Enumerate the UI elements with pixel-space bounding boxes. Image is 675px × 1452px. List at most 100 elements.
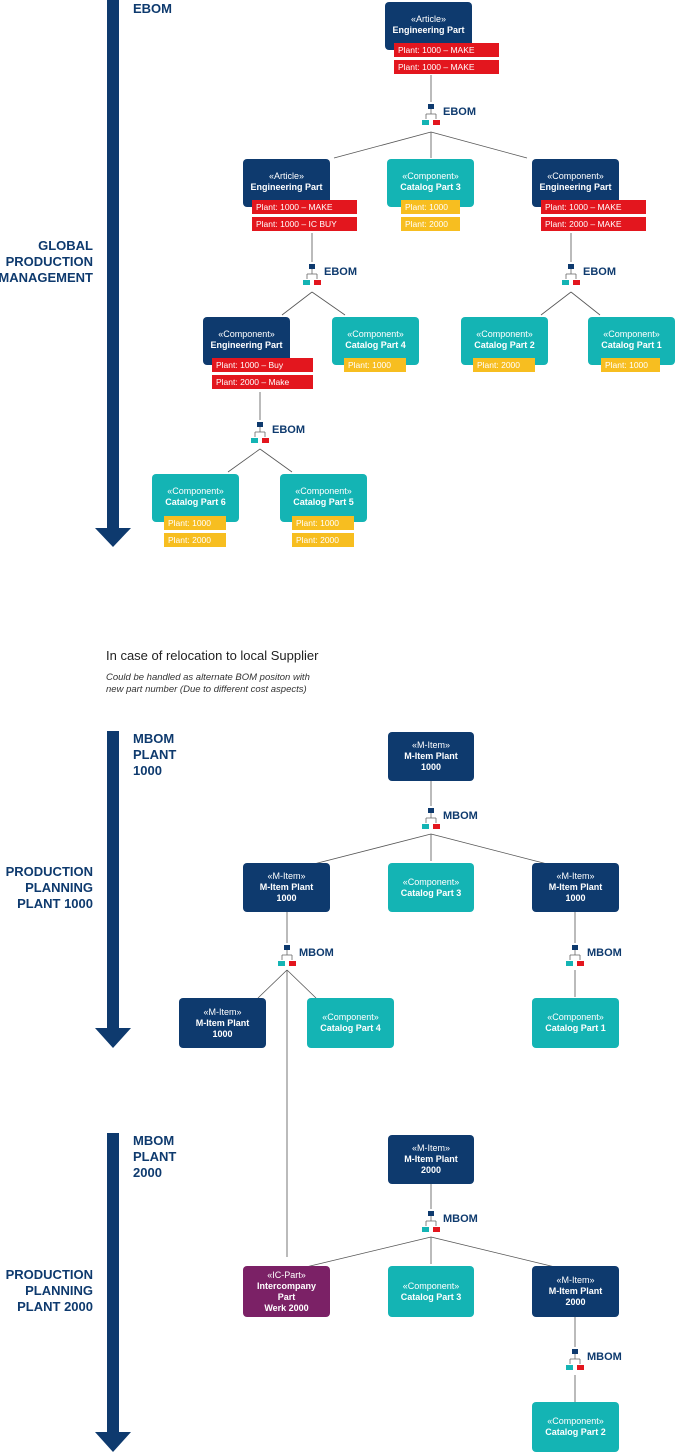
plant-tag: Plant: 2000 [401,217,460,231]
bom-structure-icon [422,1211,440,1232]
bom-indicator: MBOM [565,1349,635,1373]
plant-tag: Plant: 2000 – MAKE [541,217,646,231]
side-label-global-production-management: GLOBAL PRODUCTION MANAGEMENT [0,238,93,285]
node-mitem-plant-2000-root[interactable]: «M-Item» M-Item Plant 2000 [388,1135,474,1184]
node-name: M-Item Plant 1000 [195,1017,250,1039]
stereotype: «M-Item» [267,871,306,881]
side-label-production-planning-plant-2000: PRODUCTION PLANNING PLANT 2000 [5,1267,93,1314]
bom-indicator: EBOM [561,264,631,288]
stereotype: «M-Item» [411,1143,450,1153]
plant-tag: Plant: 2000 [292,533,354,547]
plant-tag: Plant: 1000 [601,358,660,372]
bom-indicator: MBOM [565,945,635,969]
node-name: Engineering Part [539,182,612,192]
node-catalog-part-5[interactable]: «Component» Catalog Part 5 [280,474,367,522]
bom-structure-icon [422,808,440,829]
node-name: Intercompany Part Werk 2000 [256,1280,316,1313]
node-name: Catalog Part 4 [345,340,406,350]
stereotype: «Component» [476,329,533,339]
plant-tag: Plant: 1000 – MAKE [252,200,357,214]
bom-indicator: EBOM [421,104,491,128]
stereotype: «IC-Part» [267,1269,306,1280]
bom-label: EBOM [324,266,357,278]
node-name: Catalog Part 5 [293,497,354,507]
node-name: M-Item Plant 1000 [548,882,603,903]
node-catalog-part-3[interactable]: «Component» Catalog Part 3 [387,159,474,207]
stereotype: «M-Item» [556,1275,595,1285]
plant-tag: Plant: 1000 – MAKE [541,200,646,214]
node-name: Catalog Part 4 [320,1023,381,1033]
plant-tag: Plant: 1000 [292,516,354,530]
bom-label: MBOM [587,947,622,959]
node-catalog-part-2[interactable]: «Component» Catalog Part 2 [461,317,548,365]
stereotype: «Component» [547,171,604,181]
bom-indicator: MBOM [277,945,347,969]
node-catalog-part-4[interactable]: «Component» Catalog Part 4 [307,998,394,1048]
plant-tag: Plant: 1000 [401,200,460,214]
bom-indicator: EBOM [250,422,320,446]
bom-label: MBOM [587,1351,622,1363]
bom-indicator: EBOM [302,264,372,288]
plant-tag: Plant: 1000 – Buy [212,358,313,372]
bom-label: MBOM [299,947,334,959]
stereotype: «Component» [347,329,404,339]
node-catalog-part-3[interactable]: «Component» Catalog Part 3 [388,863,474,912]
plant-tag: Plant: 1000 – MAKE [394,60,499,74]
section-title-mbom-plant-1000: MBOM PLANT 1000 [133,731,177,778]
node-intercompany-part[interactable]: «IC-Part» Intercompany Part Werk 2000 [243,1266,330,1317]
bom-structure-icon [303,264,321,285]
node-component-engineering-part[interactable]: «Component» Engineering Part [532,159,619,207]
stereotype: «Component» [603,329,660,339]
node-catalog-part-4[interactable]: «Component» Catalog Part 4 [332,317,419,365]
relocation-note-detail: Could be handled as alternate BOM posito… [106,672,310,695]
node-mitem-plant-1000-aa[interactable]: «M-Item» M-Item Plant 1000 [179,998,266,1048]
tree-lines [227,75,601,1402]
stereotype: «Article» [268,171,304,181]
arrow-ebom [95,0,131,547]
node-mitem-plant-1000-c[interactable]: «M-Item» M-Item Plant 1000 [532,863,619,912]
plant-tag: Plant: 1000 [344,358,406,372]
plant-tag: Plant: 1000 – IC BUY [252,217,357,231]
node-mitem-plant-2000-c[interactable]: «M-Item» M-Item Plant 2000 [532,1266,619,1317]
section-title-ebom: EBOM [133,1,172,16]
plant-tag: Plant: 1000 – MAKE [394,43,499,57]
stereotype: «Component» [295,486,352,496]
stereotype: «Article» [410,14,446,24]
node-catalog-part-3[interactable]: «Component» Catalog Part 3 [388,1266,474,1317]
side-label-production-planning-plant-1000: PRODUCTION PLANNING PLANT 1000 [5,864,93,911]
node-catalog-part-1[interactable]: «Component» Catalog Part 1 [532,998,619,1048]
stereotype: «M-Item» [556,871,595,881]
bom-structure-icon [278,945,296,966]
node-component-engineering-part-2[interactable]: «Component» Engineering Part [203,317,290,365]
stereotype: «Component» [547,1416,604,1426]
node-name: M-Item Plant 2000 [404,1154,458,1175]
stereotype: «Component» [402,171,459,181]
node-ebom-root[interactable]: «Article» Engineering Part [385,2,472,50]
node-mitem-plant-1000-a[interactable]: «M-Item» M-Item Plant 1000 [243,863,330,912]
node-catalog-part-2[interactable]: «Component» Catalog Part 2 [532,1402,619,1452]
node-catalog-part-6[interactable]: «Component» Catalog Part 6 [152,474,239,522]
stereotype: «M-Item» [203,1006,242,1017]
node-catalog-part-1[interactable]: «Component» Catalog Part 1 [588,317,675,365]
stereotype: «Component» [547,1012,604,1022]
bom-label: MBOM [443,1213,478,1225]
relocation-note: In case of relocation to local Supplier [106,648,319,663]
plant-tag: Plant: 2000 [164,533,226,547]
section-arrows [95,0,131,1452]
node-name: Catalog Part 3 [400,182,461,192]
plant-tag: Plant: 2000 – Make [212,375,313,389]
node-name: Catalog Part 3 [400,1291,462,1302]
stereotype: «Component» [167,486,224,496]
node-name: Catalog Part 1 [601,340,662,350]
node-name: Catalog Part 2 [545,1427,606,1437]
node-mitem-plant-1000-root[interactable]: «M-Item» M-Item Plant 1000 [388,732,474,781]
bom-label: MBOM [443,810,478,822]
node-name: Catalog Part 3 [400,887,462,898]
stereotype: «Component» [218,329,275,339]
bom-structure-icon [566,945,584,966]
node-article-engineering-part[interactable]: «Article» Engineering Part [243,159,330,207]
node-name: Catalog Part 2 [474,340,535,350]
node-name: Catalog Part 6 [165,497,226,507]
node-name: Engineering Part [210,340,283,350]
